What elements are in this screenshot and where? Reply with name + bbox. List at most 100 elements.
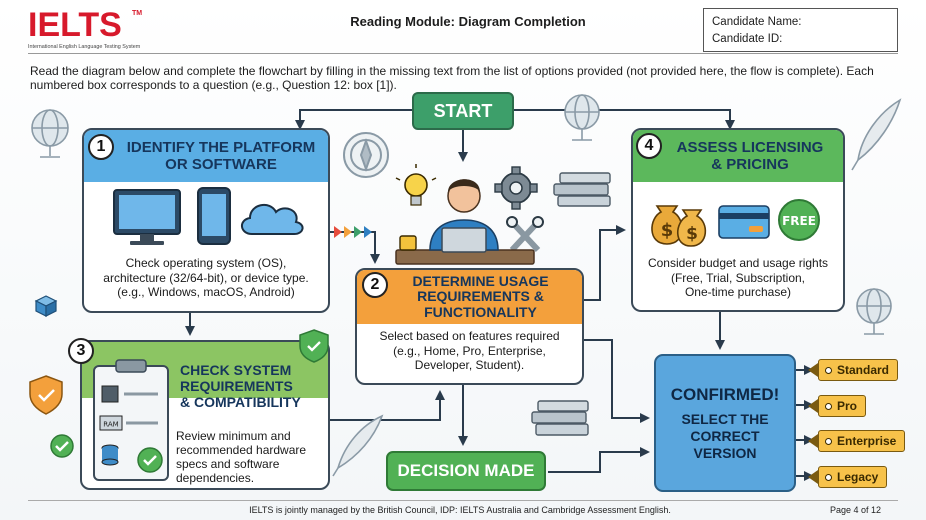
confirmed-title: CONFIRMED!	[670, 384, 780, 404]
step-3-description: Review minimum and recommended hardware …	[176, 429, 326, 485]
step-4-text-line2: (Free, Trial, Subscription,	[670, 270, 806, 285]
step-3-title-line2: REQUIREMENTS	[180, 378, 293, 394]
money-bags-icon: $ $	[651, 205, 707, 247]
books-bottom-icon	[531, 400, 589, 436]
check-badge-icon	[137, 447, 163, 473]
page-title: Reading Module: Diagram Completion	[350, 14, 586, 29]
database-icon	[101, 444, 119, 466]
version-tag-enterprise: Enterprise	[807, 430, 906, 452]
step-1-text-line3: (e.g., Windows, macOS, Android)	[117, 285, 295, 299]
step-4-number: 4	[636, 133, 662, 159]
step-1-box: IDENTIFY THE PLATFORM OR SOFTWARE Check …	[82, 128, 330, 313]
step-2-header: DETERMINE USAGE REQUIREMENTS & FUNCTIONA…	[357, 270, 582, 324]
candidate-id-label: Candidate ID:	[712, 33, 783, 45]
arrow-decision-to-confirm	[548, 447, 650, 473]
tag-hole-icon	[825, 366, 832, 374]
monitor-icon	[113, 189, 181, 245]
feather-quill-icon	[851, 98, 902, 171]
step-2-box: DETERMINE USAGE REQUIREMENTS & FUNCTIONA…	[355, 268, 584, 385]
logo-word: IELTS	[28, 6, 122, 44]
step-1-title-line2: OR SOFTWARE	[165, 156, 277, 173]
version-label: Pro	[837, 399, 858, 413]
step-3-text-line2: recommended hardware	[176, 443, 307, 457]
developer-avatar	[395, 179, 535, 265]
candidate-box[interactable]: Candidate Name: Candidate ID:	[703, 8, 898, 52]
logo-trademark: TM	[132, 10, 143, 17]
arrow-box3-to-box2	[330, 390, 445, 421]
step-3-box: CHECK SYSTEM REQUIREMENTS & COMPATIBILIT…	[80, 340, 330, 490]
confirmed-sub-line2: CORRECT	[690, 427, 760, 444]
step-1-header: IDENTIFY THE PLATFORM OR SOFTWARE	[84, 130, 328, 182]
step-2-text-line3: Developer, Student).	[414, 358, 525, 372]
confirmed-box: CONFIRMED! SELECT THE CORRECT VERSION	[654, 354, 796, 492]
logo-subtitle: International English Language Testing S…	[28, 44, 141, 50]
step-4-text-line1: Consider budget and usage rights	[647, 256, 829, 270]
version-label: Enterprise	[837, 434, 897, 448]
globe-icon	[31, 109, 69, 158]
connector-lines	[185, 109, 814, 481]
step-1-devices	[113, 187, 304, 245]
globe-right-icon	[856, 288, 892, 335]
instructions-text: Read the diagram below and complete the …	[30, 64, 874, 92]
step-2-text-line2: (e.g., Home, Pro, Enterprise,	[393, 343, 546, 358]
version-label: Standard	[837, 363, 890, 377]
step-4-box: ASSESS LICENSING & PRICING $ $ FREE Con	[631, 128, 845, 312]
clipboard-icon: RAM	[93, 359, 169, 481]
free-badge-icon: FREE	[778, 199, 820, 241]
check-circle-icon	[50, 434, 74, 458]
step-1-description: Check operating system (OS), architectur…	[84, 252, 328, 300]
step-2-title-line3: FUNCTIONALITY	[424, 303, 537, 320]
step-4-description: Consider budget and usage rights (Free, …	[633, 252, 843, 300]
version-tag-legacy: Legacy	[807, 466, 888, 488]
tag-hole-icon	[825, 402, 832, 410]
confirmed-sub-line3: VERSION	[693, 444, 757, 461]
version-label: Legacy	[837, 470, 879, 484]
shield-icon	[29, 375, 63, 415]
gear-icon	[494, 166, 538, 210]
step-2-title-line1: DETERMINE USAGE	[412, 272, 549, 289]
step-1-title-line1: IDENTIFY THE PLATFORM	[126, 139, 316, 156]
step-3-title-line1: CHECK SYSTEM	[180, 362, 292, 378]
version-tag-pro: Pro	[807, 395, 867, 417]
feather-bottom-icon	[332, 414, 384, 477]
arrow-box2-to-confirm	[584, 339, 650, 423]
footer-divider	[28, 500, 898, 501]
credit-card-icon	[718, 205, 770, 239]
globe-top-icon	[564, 94, 600, 141]
step-3-title: CHECK SYSTEM REQUIREMENTS & COMPATIBILIT…	[180, 362, 328, 410]
step-3-number: 3	[68, 338, 94, 364]
step-1-text-line2: architecture (32/64-bit), or device type…	[103, 270, 309, 285]
tag-hole-icon	[825, 473, 832, 481]
step-4-text-line3: One-time purchase)	[684, 285, 792, 299]
header-divider	[28, 53, 898, 54]
compass-icon	[343, 132, 389, 178]
ram-chip-icon: RAM	[99, 415, 158, 431]
step-4-title-line2: & PRICING	[711, 156, 789, 173]
page-number: Page 4 of 12	[830, 505, 882, 515]
bag-1-symbol: $	[661, 220, 674, 241]
cube-icon	[34, 295, 58, 317]
arrow-box2-to-box4	[584, 225, 626, 301]
free-badge-text: FREE	[782, 214, 816, 228]
arrow-start-to-box1	[295, 109, 412, 130]
bag-2-symbol: $	[686, 224, 698, 244]
chevron-arrows-icon	[334, 226, 372, 238]
step-2-description: Select based on features required (e.g.,…	[357, 324, 582, 373]
step-1-text-line1: Check operating system (OS),	[125, 256, 287, 270]
cpu-chip-icon	[101, 385, 158, 403]
step-1-number: 1	[88, 134, 114, 160]
cloud-icon	[241, 203, 304, 235]
decision-node: DECISION MADE	[386, 451, 546, 491]
step-3-text-line4: dependencies.	[176, 471, 255, 485]
step-2-text-line1: Select based on features required	[379, 329, 560, 343]
green-shield-icon	[299, 329, 329, 363]
ram-label: RAM	[103, 421, 118, 429]
footer-text: IELTS is jointly managed by the British …	[249, 505, 671, 515]
step-3-text-line1: Review minimum and	[176, 429, 291, 443]
version-tag-standard: Standard	[807, 359, 899, 381]
step-2-title-line2: REQUIREMENTS &	[417, 288, 544, 305]
